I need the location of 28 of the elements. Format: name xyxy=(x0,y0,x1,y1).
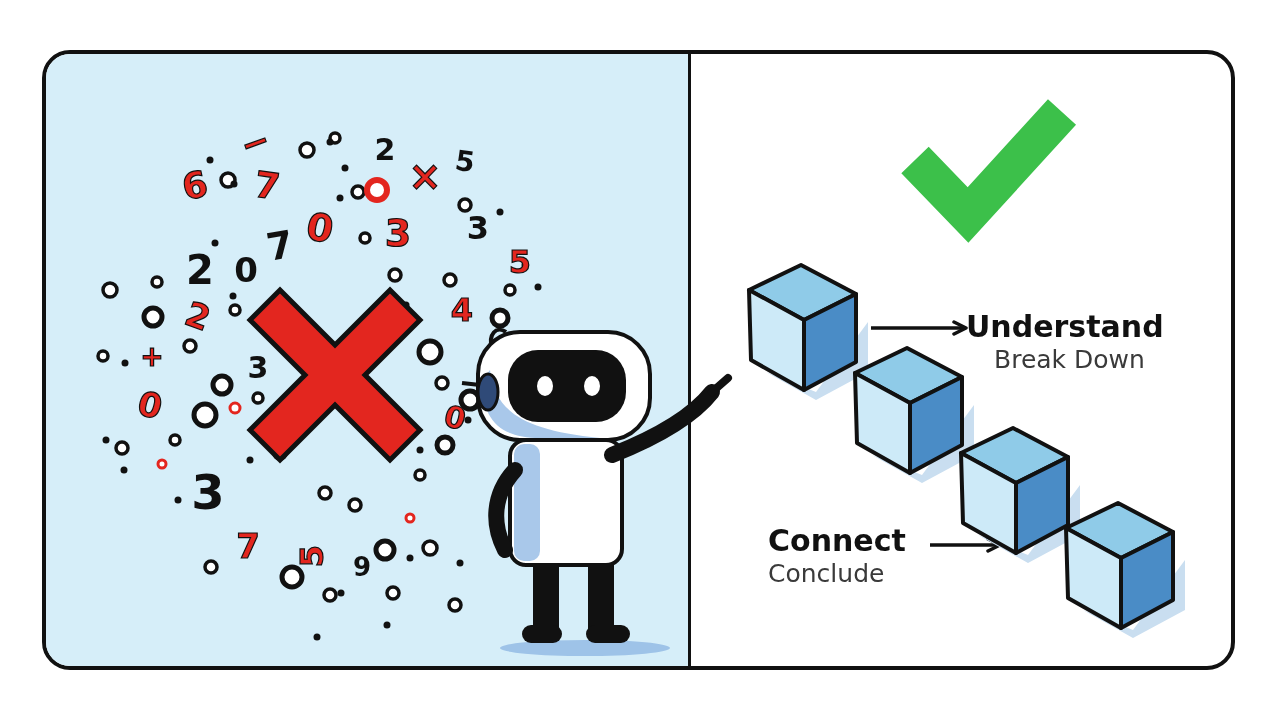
scattered-digit: + xyxy=(140,343,164,371)
scattered-digit: 5 xyxy=(453,146,477,178)
step-subtitle: Conclude xyxy=(768,558,886,589)
scattered-digit: 3 xyxy=(466,212,490,244)
scattered-digit: 0 xyxy=(134,385,166,425)
scattered-digit: 2 xyxy=(374,135,396,165)
scattered-digit: 9 xyxy=(352,554,372,580)
scattered-digit: 6 xyxy=(179,165,211,207)
scattered-digit: 7 xyxy=(252,166,282,206)
step-subtitle: Break Down xyxy=(994,344,1146,375)
scattered-digit: 7 xyxy=(263,225,297,267)
step-heading: Understand xyxy=(966,310,1165,345)
scattered-digit: 2 xyxy=(186,250,214,290)
scattered-digit: 2 xyxy=(181,296,215,336)
scattered-digit: 5 xyxy=(508,246,532,278)
scattered-digit: 4 xyxy=(450,294,474,326)
scattered-digit: 3 xyxy=(191,468,225,516)
scattered-digit: 0 xyxy=(441,400,469,436)
scattered-digit: × xyxy=(408,156,442,196)
scattered-digit: 7 xyxy=(236,529,260,563)
scattered-digit: − xyxy=(235,121,275,163)
scattered-digit: 0 xyxy=(234,253,258,287)
arrow xyxy=(871,320,968,336)
scattered-digit: 0 xyxy=(303,206,337,250)
step-heading: Connect xyxy=(768,524,907,559)
scattered-digit: 3 xyxy=(384,214,412,252)
scattered-digit: 5 xyxy=(296,544,328,568)
scattered-digit: 3 xyxy=(247,353,269,383)
